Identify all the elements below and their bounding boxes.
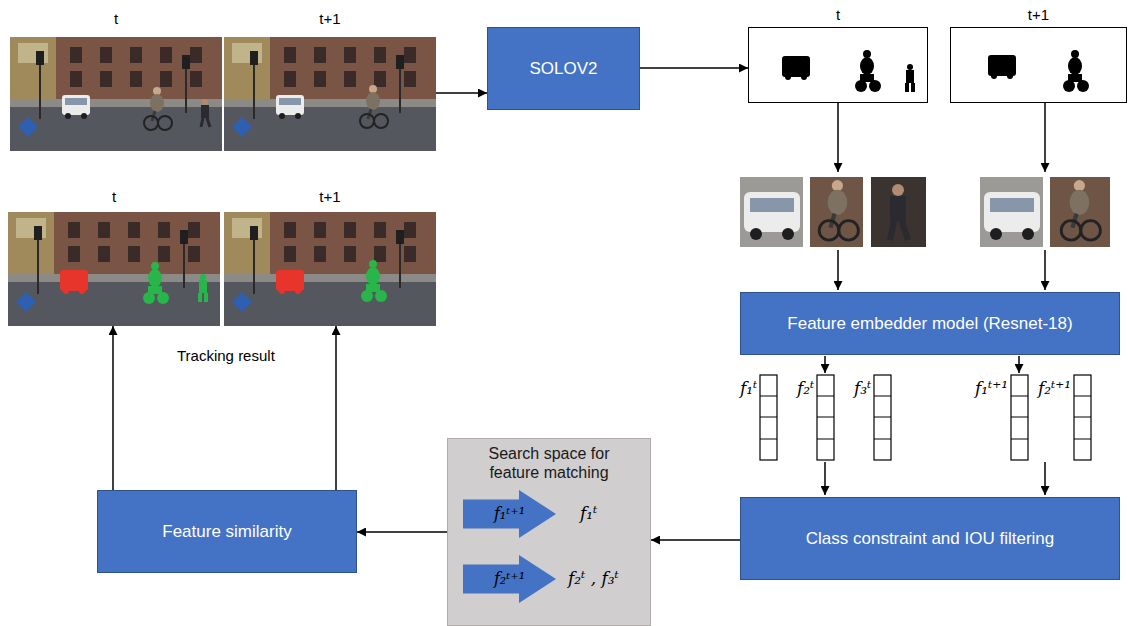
object-crop	[1061, 180, 1100, 240]
tracking-photo	[143, 262, 169, 304]
object-crop	[819, 180, 858, 240]
mask-image	[749, 28, 928, 103]
feature-label: f₁ᵗ	[580, 503, 597, 523]
object-crop	[984, 192, 1040, 240]
tracking-photo	[198, 274, 208, 302]
tracking-photo	[224, 212, 436, 326]
image-frame: t	[748, 4, 928, 103]
object-crop	[890, 184, 908, 240]
mask-image	[951, 28, 1127, 103]
feature-label: f₁ᵗ⁺¹	[494, 504, 525, 523]
input-photo	[10, 37, 222, 151]
tracking-photo	[276, 270, 304, 294]
feature-vectors	[760, 375, 777, 460]
box-label: Class constraint and IOU filtering	[806, 529, 1055, 549]
frame-label: t	[748, 4, 928, 26]
flow-arrow	[1044, 462, 1046, 495]
box-label: Feature similarity	[162, 522, 291, 542]
feature-label: f₂ᵗ , f₃ᵗ	[568, 568, 619, 588]
flow-arrow	[837, 103, 839, 172]
box-label: Feature embedder model (Resnet-18)	[787, 314, 1072, 334]
tracking-photo	[60, 270, 88, 294]
object-crop	[980, 177, 1043, 247]
feature-label: f₃ᵗ	[854, 378, 871, 398]
image-frame: t	[8, 186, 220, 326]
block-arrow: f₁ᵗ⁺¹	[463, 490, 556, 538]
frame-label: t	[8, 186, 220, 208]
tracking-photo	[224, 212, 436, 326]
input-photo	[201, 99, 210, 127]
image-frame: t	[10, 8, 222, 150]
feature-label: f₁ᵗ	[740, 378, 757, 398]
feature-label: f₂ᵗ⁺¹	[494, 569, 525, 588]
feature-vectors	[1011, 375, 1028, 460]
block-arrow-shape	[463, 490, 556, 538]
mask-image	[951, 28, 1127, 103]
block-arrow-shape	[463, 555, 556, 603]
object-crop	[871, 177, 926, 247]
connector-arrow	[651, 539, 740, 541]
tracking-photo	[8, 212, 220, 326]
frame-label: t+1	[224, 186, 436, 208]
input-photo	[10, 37, 222, 151]
input-photo	[224, 37, 436, 151]
connector-arrow	[335, 326, 337, 490]
panel-heading: Search space for feature matching	[465, 444, 633, 482]
object-crop	[740, 177, 1110, 247]
mask-image	[782, 56, 810, 80]
input-photo	[62, 95, 90, 119]
connector-arrow	[640, 67, 748, 69]
input-photo	[276, 95, 304, 119]
image-frame: t+1	[224, 186, 436, 326]
flow-arrow	[1044, 250, 1046, 290]
mask-image	[905, 64, 915, 92]
tracking-photo	[8, 212, 220, 326]
input-photo	[144, 87, 172, 130]
image-frame: t+1	[224, 8, 436, 150]
object-crop	[740, 177, 803, 247]
feature-label: f₂ᵗ⁺¹	[1038, 378, 1071, 398]
mask-image	[1063, 50, 1089, 92]
object-crop	[744, 192, 800, 240]
connector-arrow	[357, 531, 447, 533]
connector-arrow	[112, 326, 114, 490]
mask-image	[988, 55, 1016, 79]
object-crop	[810, 177, 863, 247]
search-space-panel: Search space for feature matching f₁ᵗ⁺¹ f₂…	[447, 438, 651, 626]
flow-arrow	[837, 250, 839, 290]
flow-arrow	[1044, 103, 1046, 172]
feature-label: f₁ᵗ⁺¹	[975, 378, 1008, 398]
process-box: SOLOV2	[487, 27, 640, 110]
connector-arrow	[436, 92, 487, 94]
caption-label: Tracking result	[177, 347, 275, 364]
mask-image	[749, 28, 928, 103]
feature-vectors	[760, 375, 1091, 460]
input-photo	[224, 37, 436, 151]
frame-label: t	[10, 8, 222, 30]
frame-label: t+1	[224, 8, 436, 30]
mask-image	[855, 50, 881, 92]
tracking-photo	[361, 260, 387, 302]
process-box: Feature embedder model (Resnet-18)	[740, 292, 1120, 355]
frame-label: t+1	[950, 4, 1127, 26]
feature-label: f₂ᵗ	[797, 378, 814, 398]
object-crop	[1050, 177, 1110, 247]
flow-arrow	[1018, 356, 1020, 373]
flow-arrow	[824, 462, 826, 495]
feature-vectors	[817, 375, 834, 460]
image-frame: t+1	[950, 4, 1127, 103]
process-box: Class constraint and IOU filtering	[740, 497, 1120, 580]
flow-arrow	[824, 356, 826, 373]
process-box: Feature similarity	[97, 490, 357, 573]
block-arrow: f₂ᵗ⁺¹	[463, 555, 556, 603]
input-photo	[360, 85, 388, 128]
box-label: SOLOV2	[529, 59, 597, 79]
feature-vectors	[1074, 375, 1091, 460]
feature-vectors	[874, 375, 891, 460]
